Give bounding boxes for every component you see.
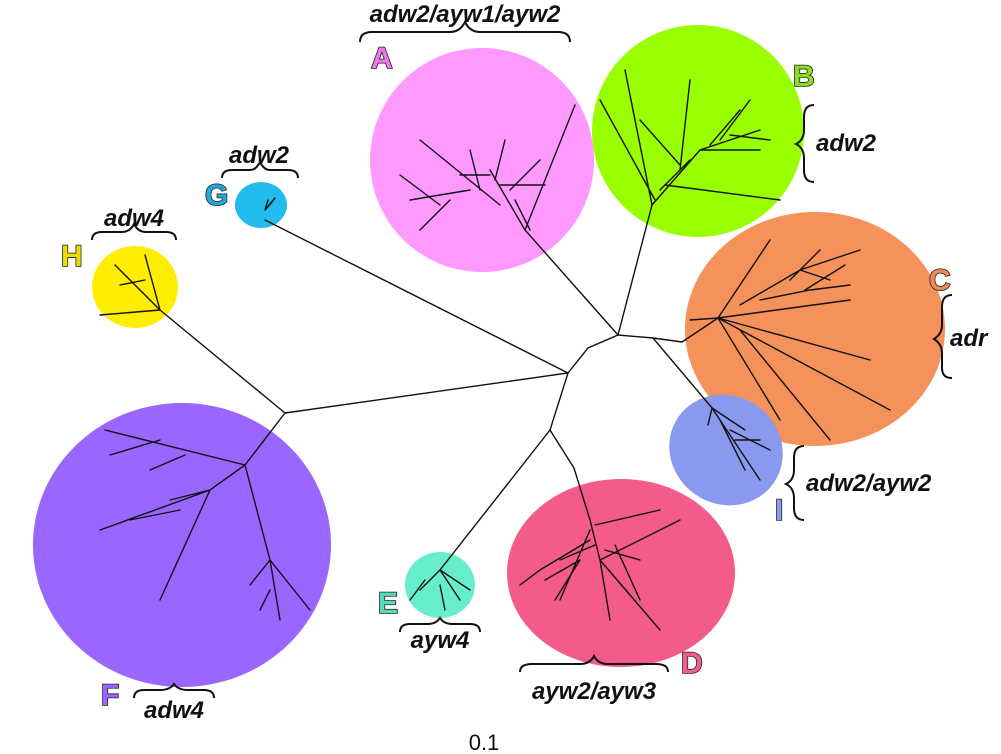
clade-h-subtree <box>99 254 161 316</box>
clade-g-brace <box>221 159 299 179</box>
clade-g-genotype: adw2 <box>229 142 290 169</box>
clade-b-brace <box>793 104 815 183</box>
clade-a-brace <box>359 19 571 43</box>
clade-h-region <box>92 246 178 328</box>
clade-d-region <box>507 479 735 667</box>
clade-d-genotype: ayw2/ayw3 <box>532 678 657 705</box>
clade-f-region <box>33 403 331 687</box>
clade-i-subtree <box>707 407 771 481</box>
clade-b-region <box>592 25 804 237</box>
clade-f-subtree <box>99 429 311 621</box>
clade-a-genotype: adw2/ayw1/ayw2 <box>370 1 561 28</box>
branch-to-e <box>439 429 551 571</box>
clade-c-letter: C <box>929 264 951 297</box>
clade-b-letter: B <box>793 60 815 93</box>
branch-to-h <box>159 309 286 414</box>
clade-g-letter: G <box>205 179 228 212</box>
clade-d-subtree <box>519 509 681 631</box>
clade-c-subtree <box>689 239 891 441</box>
clade-d-brace <box>519 653 669 673</box>
clade-c-genotype: adr <box>950 325 989 352</box>
clade-f-brace <box>133 682 215 699</box>
branch-to-c <box>681 317 719 343</box>
clade-i-region <box>669 394 783 506</box>
branch-to-f <box>244 412 286 466</box>
clade-c-brace <box>932 294 953 379</box>
clade-letters: A B C D E F G H I <box>60 41 951 713</box>
clade-f-letter: F <box>101 679 119 712</box>
clade-b-genotype: adw2 <box>816 130 877 157</box>
clade-b-subtree <box>599 69 781 206</box>
clade-i-letter: I <box>775 494 783 527</box>
clade-d-letter: D <box>681 647 703 680</box>
clade-f-genotype: adw4 <box>144 697 204 724</box>
genotype-labels: adw2/ayw1/ayw2 adw2 adr ayw2/ayw3 ayw4 a… <box>104 1 989 724</box>
clade-i-brace <box>783 445 805 521</box>
scale-bar-label: 0.1 <box>469 730 500 754</box>
clade-g-subtree <box>264 197 276 211</box>
clade-a-letter: A <box>371 42 393 75</box>
clade-h-letter: H <box>61 240 83 273</box>
clade-i-genotype: adw2/ayw2 <box>806 470 932 497</box>
backbone-branch <box>284 334 683 414</box>
clade-g-region <box>235 182 287 228</box>
clade-e-genotype: ayw4 <box>411 627 470 654</box>
clade-h-genotype: adw4 <box>104 205 164 232</box>
clade-a-region <box>370 48 594 272</box>
genotype-braces <box>91 19 953 699</box>
clade-h-brace <box>91 221 177 241</box>
clade-e-brace <box>399 616 481 633</box>
tree-branches <box>99 69 891 631</box>
branch-to-i <box>652 337 713 409</box>
branch-to-b <box>617 204 653 336</box>
clade-e-letter: E <box>378 587 398 620</box>
clade-e-subtree <box>409 569 471 611</box>
branch-to-g <box>264 219 569 374</box>
branch-to-d-e <box>549 372 591 521</box>
clade-regions <box>33 25 945 687</box>
clade-a-subtree <box>399 104 576 231</box>
